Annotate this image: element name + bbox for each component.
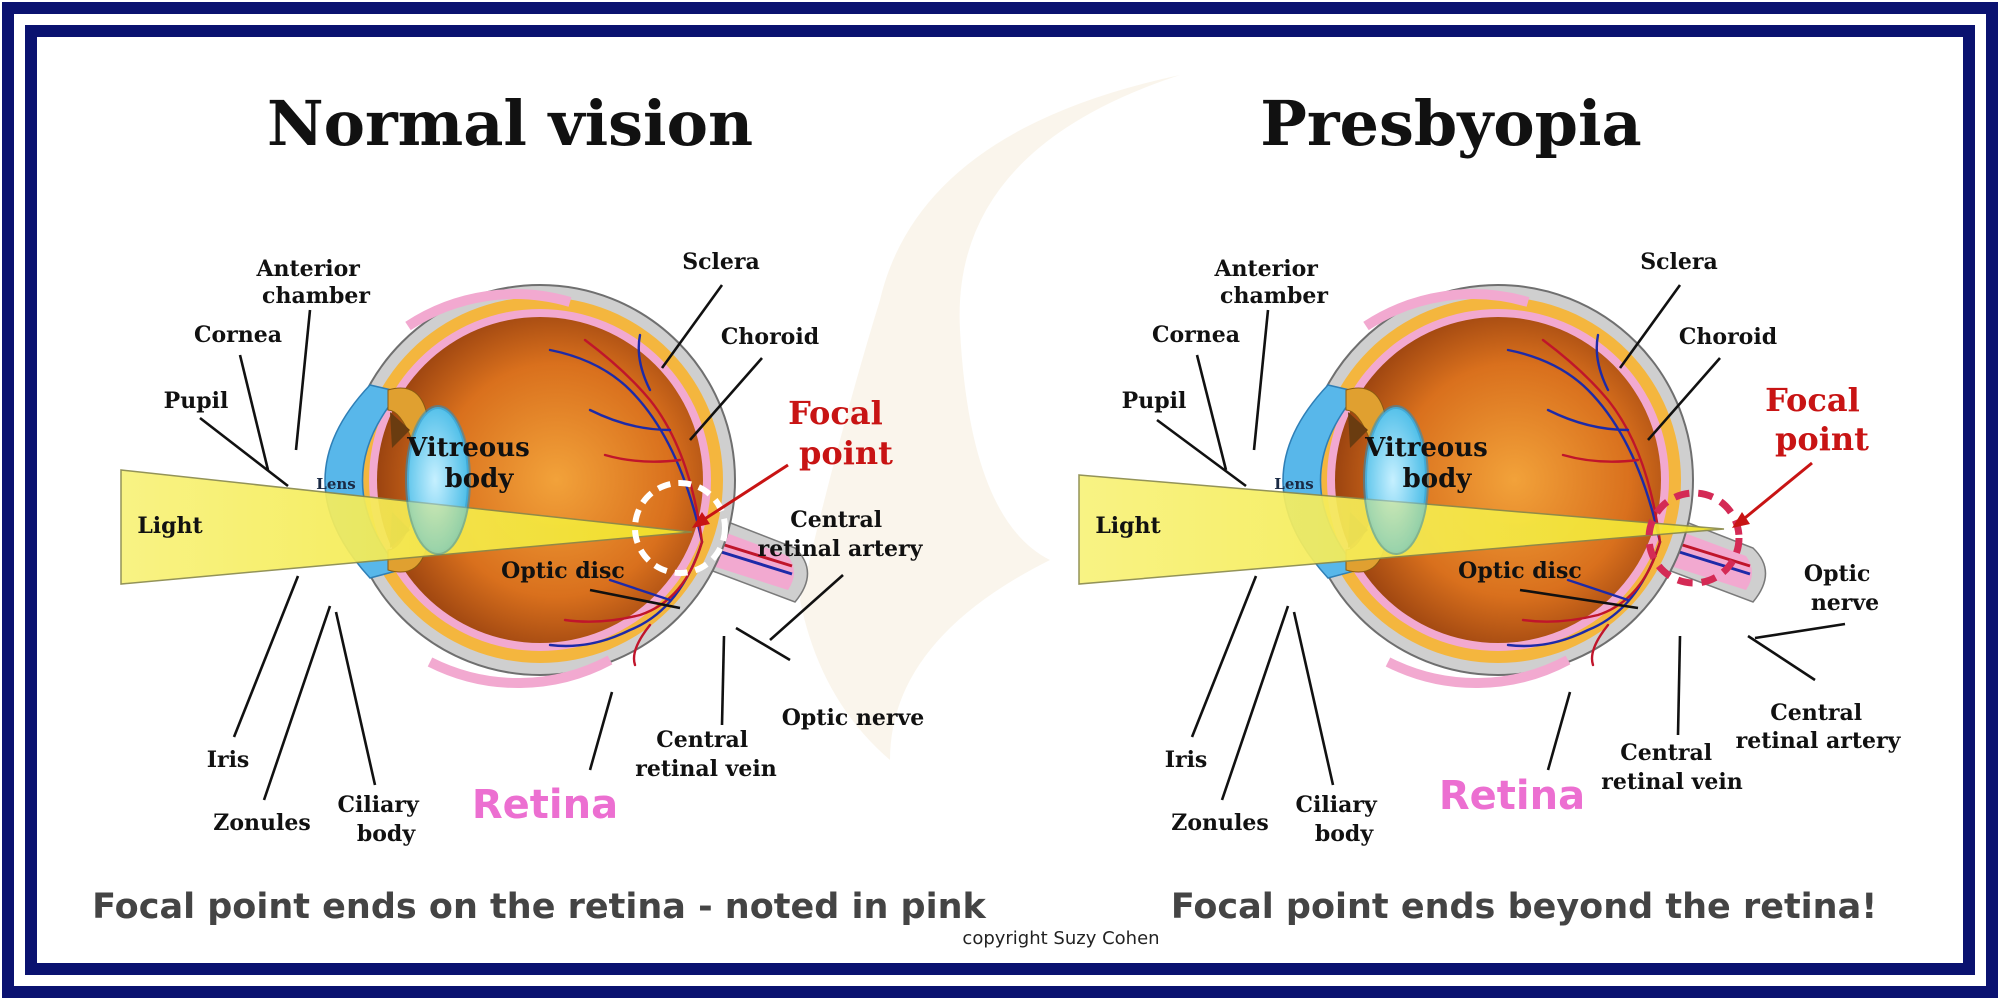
label-ciliary-body: Ciliary body <box>338 792 427 847</box>
focal-point-circle <box>632 480 728 576</box>
panel-caption: Focal point ends on the retina - noted i… <box>92 887 986 927</box>
lens-shape <box>1363 405 1429 555</box>
label-choroid: Choroid <box>721 324 819 350</box>
label-optic-nerve: Optic nerve <box>1804 561 1879 616</box>
inner-frame-border <box>25 25 1975 975</box>
focal-point-label: Focal point <box>788 394 894 472</box>
panel-title: Presbyopia <box>1260 87 1641 160</box>
label-lens: Lens <box>1274 475 1313 493</box>
label-pupil: Pupil <box>1122 388 1187 414</box>
panel-normal-vision: Normal vision Anterior chamber Cornea Pu… <box>92 87 986 927</box>
label-anterior-chamber: Anterior chamber <box>1213 256 1328 309</box>
lens-shape <box>405 405 471 555</box>
label-light: Light <box>137 513 203 539</box>
label-optic-disc: Optic disc <box>1458 558 1582 584</box>
label-cornea: Cornea <box>194 322 282 348</box>
panel-caption: Focal point ends beyond the retina! <box>1171 887 1877 927</box>
focal-point-circle <box>1645 489 1743 587</box>
panel-title: Normal vision <box>267 87 753 160</box>
focal-point-label: Focal point <box>1765 381 1871 458</box>
label-sclera: Sclera <box>1640 249 1717 275</box>
label-light: Light <box>1095 513 1161 539</box>
label-central-retinal-artery: Central retinal artery <box>1736 700 1902 754</box>
label-central-retinal-vein: Central retinal vein <box>635 727 777 782</box>
label-ciliary-body: Ciliary body <box>1296 792 1385 847</box>
label-optic-disc: Optic disc <box>501 558 625 584</box>
copyright-notice: copyright Suzy Cohen <box>962 928 1159 949</box>
label-vitreous-body: Vitreous body <box>1364 433 1497 494</box>
label-choroid: Choroid <box>1679 324 1777 350</box>
label-zonules: Zonules <box>1171 810 1268 836</box>
panel-presbyopia: Presbyopia Anterior chamber Cornea Pupil… <box>1078 87 1902 927</box>
label-optic-nerve: Optic nerve <box>782 705 924 731</box>
label-central-retinal-artery: Central retinal artery <box>758 507 924 562</box>
label-iris: Iris <box>1165 747 1208 773</box>
label-retina: Retina <box>1439 773 1585 819</box>
label-sclera: Sclera <box>682 249 759 275</box>
label-anterior-chamber: Anterior chamber <box>255 256 370 309</box>
label-iris: Iris <box>207 747 250 773</box>
label-lens: Lens <box>316 475 355 493</box>
label-pupil: Pupil <box>164 388 229 414</box>
label-retina: Retina <box>472 782 618 828</box>
label-central-retinal-vein: Central retinal vein <box>1601 740 1743 795</box>
label-zonules: Zonules <box>213 810 310 836</box>
watermark-logo <box>800 75 1180 760</box>
label-cornea: Cornea <box>1152 322 1240 348</box>
label-vitreous-body: Vitreous body <box>406 433 539 494</box>
